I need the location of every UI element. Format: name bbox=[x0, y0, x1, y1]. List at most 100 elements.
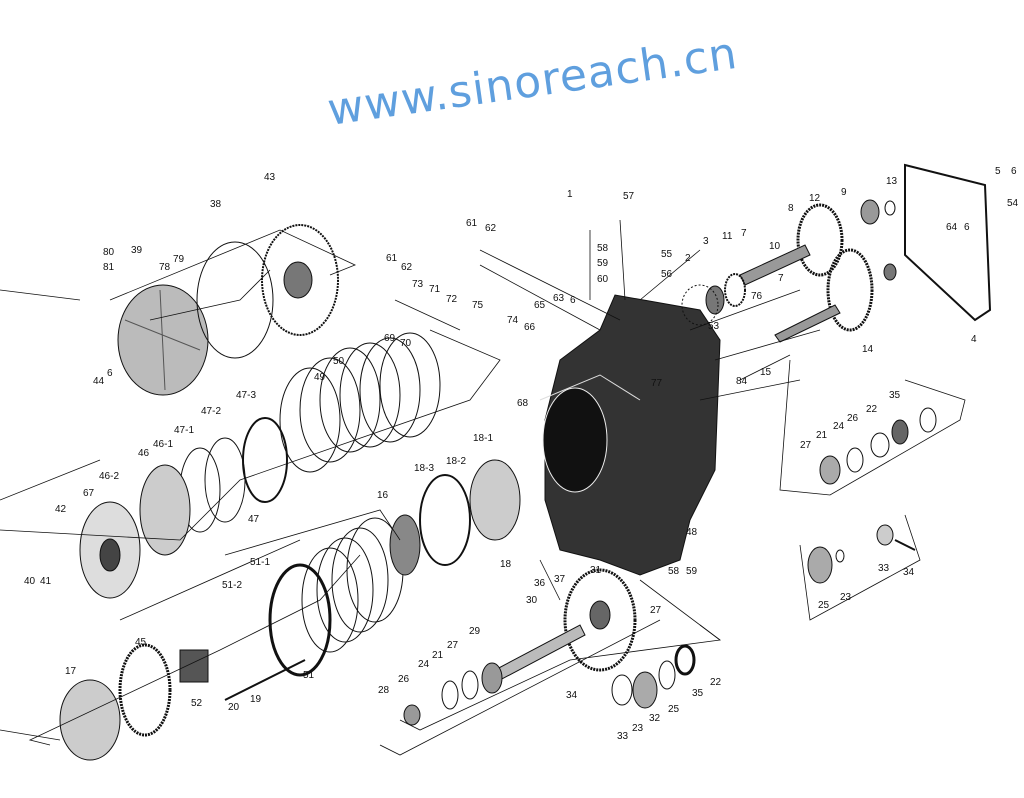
part-label: 10 bbox=[769, 241, 781, 252]
bracket-lines bbox=[0, 219, 966, 756]
part-label: 76 bbox=[751, 291, 763, 302]
part-label: 67 bbox=[83, 488, 95, 499]
part-label: 56 bbox=[661, 269, 673, 280]
part-label: 29 bbox=[469, 626, 481, 637]
bearing-18-1 bbox=[469, 459, 521, 541]
part-label: 25 bbox=[668, 704, 680, 715]
part-label: 13 bbox=[886, 176, 898, 187]
part-label: 20 bbox=[228, 702, 240, 713]
part-label: 21 bbox=[816, 430, 828, 441]
part-label: 81 bbox=[103, 262, 115, 273]
part-label: 15 bbox=[760, 367, 772, 378]
part-label: 64 bbox=[946, 222, 958, 233]
part-label: 59 bbox=[597, 258, 609, 269]
housing-bore bbox=[542, 387, 608, 493]
carrier-17 bbox=[59, 679, 121, 761]
part-label: 84 bbox=[736, 376, 748, 387]
ring-gear-45 bbox=[118, 643, 172, 737]
part-label: 17 bbox=[65, 666, 77, 677]
part-label: 4 bbox=[971, 334, 977, 345]
part-label: 44 bbox=[93, 376, 105, 387]
part-label: 26 bbox=[398, 674, 410, 685]
part-label: 43 bbox=[264, 172, 276, 183]
part-label: 73 bbox=[412, 279, 424, 290]
part-label: 37 bbox=[554, 574, 566, 585]
clutch-plates-49-50 bbox=[279, 332, 441, 473]
part-label: 51 bbox=[303, 670, 315, 681]
part-label: 39 bbox=[131, 245, 143, 256]
part-label: 28 bbox=[378, 685, 390, 696]
part-label: 22 bbox=[866, 404, 878, 415]
seal-18 bbox=[419, 474, 471, 566]
part-label: 38 bbox=[210, 199, 222, 210]
part-label: 49 bbox=[314, 372, 326, 383]
part-label: 35 bbox=[889, 390, 901, 401]
gear-14 bbox=[826, 248, 874, 332]
part-label: 6 bbox=[964, 222, 970, 233]
part-label: 54 bbox=[1007, 198, 1019, 209]
part-label: 6 bbox=[570, 295, 576, 306]
watermark: www.sinoreach.cn bbox=[324, 28, 740, 136]
gear-43 bbox=[261, 224, 339, 336]
part-label: 50 bbox=[333, 356, 345, 367]
part-label: 68 bbox=[517, 398, 529, 409]
part-label: 46 bbox=[138, 448, 150, 459]
part-label: 16 bbox=[377, 490, 389, 501]
part-label: 51-2 bbox=[222, 580, 242, 591]
part-label: 47 bbox=[248, 514, 260, 525]
part-label: 30 bbox=[526, 595, 538, 606]
part-label: 65 bbox=[534, 300, 546, 311]
part-label: 18-2 bbox=[446, 456, 466, 467]
part-label: 31 bbox=[590, 565, 602, 576]
clutch-pack-51 bbox=[268, 517, 404, 677]
part-label: 62 bbox=[401, 262, 413, 273]
part-label: 66 bbox=[524, 322, 536, 333]
part-label: 9 bbox=[841, 187, 847, 198]
part-label: 42 bbox=[55, 504, 67, 515]
part-label: 57 bbox=[623, 191, 635, 202]
part-label: 34 bbox=[903, 567, 915, 578]
part-label: 18 bbox=[500, 559, 512, 570]
part-label: 12 bbox=[809, 193, 821, 204]
part-label: 75 bbox=[472, 300, 484, 311]
part-label: 2 bbox=[685, 253, 691, 264]
part-label: 46-2 bbox=[99, 471, 119, 482]
part-label: 46-1 bbox=[153, 439, 173, 450]
part-label: 60 bbox=[597, 274, 609, 285]
part-label: 18-1 bbox=[473, 433, 493, 444]
part-label: 52 bbox=[191, 698, 203, 709]
part-label: 6 bbox=[1011, 166, 1017, 177]
part-label: 47-1 bbox=[174, 425, 194, 436]
part-label: 69 bbox=[384, 333, 396, 344]
part-label: 47-3 bbox=[236, 390, 256, 401]
part-label: 74 bbox=[507, 315, 519, 326]
part-label: 27 bbox=[650, 605, 662, 616]
part-label: 53 bbox=[708, 321, 720, 332]
part-label: 11 bbox=[722, 231, 733, 242]
part-label: 47-2 bbox=[201, 406, 221, 417]
part-label: 61 bbox=[386, 253, 398, 264]
part-label: 6 bbox=[107, 368, 113, 379]
part-label: 7 bbox=[778, 273, 784, 284]
part-label: 51-1 bbox=[250, 557, 270, 568]
part-label: 5 bbox=[995, 166, 1001, 177]
part-label: 77 bbox=[651, 378, 663, 389]
shaft-29 bbox=[494, 624, 586, 681]
parts-drawing bbox=[0, 163, 992, 761]
part-label: 34 bbox=[566, 690, 578, 701]
part-label: 21 bbox=[432, 650, 444, 661]
part-label: 33 bbox=[617, 731, 629, 742]
spline-shaft-52 bbox=[179, 649, 209, 683]
part-label: 36 bbox=[534, 578, 546, 589]
part-label: 25 bbox=[818, 600, 830, 611]
part-label: 48 bbox=[686, 527, 698, 538]
piston-47-3 bbox=[242, 417, 288, 503]
part-label: 19 bbox=[250, 694, 262, 705]
part-label: 70 bbox=[400, 338, 412, 349]
part-label: 7 bbox=[741, 228, 747, 239]
part-label: 14 bbox=[862, 344, 874, 355]
part-label: 8 bbox=[788, 203, 794, 214]
part-label: 27 bbox=[800, 440, 812, 451]
